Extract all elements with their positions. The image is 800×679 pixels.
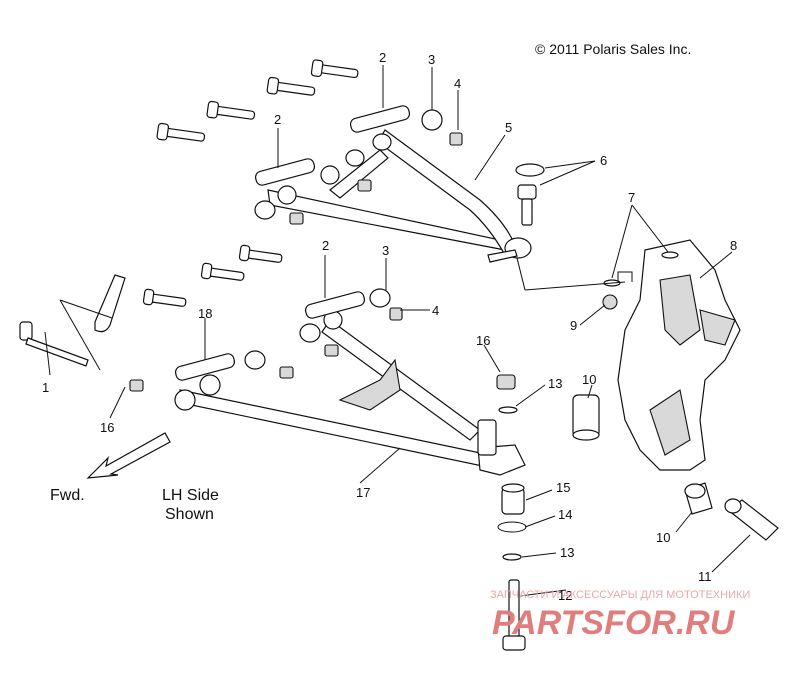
upper-a-arm (254, 105, 532, 263)
callout-16-right: 16 (476, 333, 490, 348)
callout-16-left: 16 (100, 420, 114, 435)
callout-2-lower: 2 (322, 238, 329, 253)
callout-5: 5 (505, 120, 512, 135)
callout-10-top: 10 (582, 372, 596, 387)
forward-arrow-icon (86, 432, 171, 479)
bolt-part1 (19, 321, 89, 367)
bushing-part10-a (572, 394, 600, 441)
callout-12: 12 (558, 588, 572, 603)
callout-4-lower: 4 (432, 303, 439, 318)
callout-18: 18 (198, 306, 212, 321)
callouts: 2 2 3 4 5 6 7 8 9 2 3 4 18 1 16 16 13 10… (42, 50, 737, 603)
callout-2-upper: 2 (379, 50, 386, 65)
ring-part14 (497, 521, 527, 533)
callout-3-lower: 3 (382, 243, 389, 258)
lower-bolts (142, 244, 283, 307)
callout-7: 7 (628, 190, 635, 205)
bushing-part15 (501, 483, 525, 515)
washer-part13-top (498, 406, 518, 414)
nut-part16 (496, 374, 516, 390)
washer-part13-bottom (502, 553, 522, 561)
nut-part9 (602, 294, 618, 310)
callout-4-upper: 4 (454, 76, 461, 91)
callout-2-upper-left: 2 (274, 112, 281, 127)
callout-14: 14 (558, 507, 572, 522)
callout-10-bottom: 10 (656, 530, 670, 545)
watermark-caption: ЗАПЧАСТИ И АКСЕССУАРЫ ДЛЯ МОТОТЕХНИКИ (490, 589, 750, 601)
callout-3-upper: 3 (428, 52, 435, 67)
callout-1: 1 (42, 380, 49, 395)
leader-lines (44, 65, 751, 597)
ball-joint-part6 (515, 163, 545, 226)
callout-8: 8 (730, 238, 737, 253)
bushing-part10-b (684, 482, 713, 515)
upper-bolts (156, 59, 359, 142)
side-note-line2: Shown (165, 506, 214, 523)
bracket-part (59, 274, 126, 371)
lower-a-arm (129, 288, 526, 476)
spindle-part8 (617, 239, 741, 471)
forward-label: Fwd. (50, 487, 85, 504)
callout-11: 11 (698, 569, 712, 584)
watermark-logo: PARTSFOR.RU (492, 604, 736, 642)
side-note-line1: LH Side (162, 487, 219, 504)
callout-13-bottom: 13 (560, 545, 574, 560)
callout-6: 6 (600, 153, 607, 168)
sleeve-part11 (724, 498, 779, 541)
callout-9: 9 (570, 318, 577, 333)
bolt-part12 (502, 579, 526, 651)
callout-15: 15 (556, 480, 570, 495)
callout-13-top: 13 (548, 376, 562, 391)
callout-17: 17 (356, 485, 370, 500)
copyright-text: © 2011 Polaris Sales Inc. (535, 41, 691, 57)
